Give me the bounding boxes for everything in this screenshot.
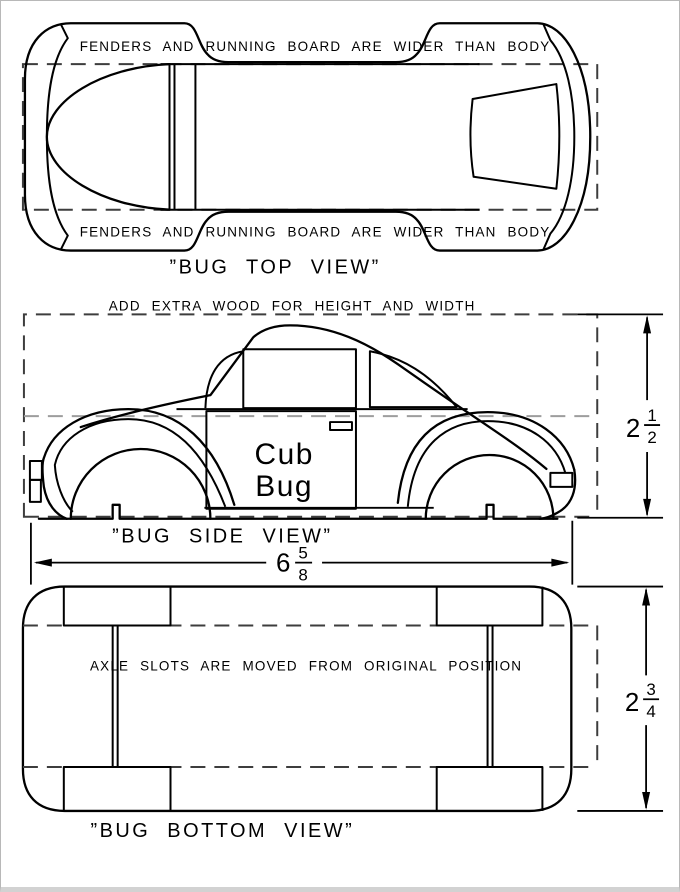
- top-view-hood-curve: [45, 62, 171, 211]
- length-dim-arrow-left: [33, 558, 52, 567]
- bottom-view-rear-axle-slot: [486, 625, 494, 768]
- top-view-front-fender-line: [45, 23, 69, 251]
- bottom-view-height-dimension: 2 3 4: [577, 585, 664, 812]
- side-view-length-dimension: 6 5 8: [30, 520, 574, 585]
- bottom-view-wheel-block-front-bottom: [62, 766, 172, 811]
- bottom-dim-whole: 2: [625, 689, 639, 717]
- side-view-vent-window-edge: [204, 350, 244, 409]
- side-view-door-window: [242, 348, 357, 410]
- side-view-rear-fender-inner: [406, 420, 567, 507]
- length-dim-numerator: 5: [298, 544, 307, 563]
- side-view-caption: ”BUG SIDE VIEW”: [112, 526, 332, 548]
- bottom-view-body-outline: [21, 585, 573, 813]
- height-dim-arrow-down: [643, 498, 652, 517]
- top-view-body-outline: [23, 22, 592, 252]
- side-view-door: [205, 410, 357, 510]
- bottom-view-wheel-block-rear-top: [435, 586, 544, 627]
- side-view-door-handle: [329, 421, 353, 432]
- side-view-front-wheel-arch: [69, 447, 212, 520]
- bottom-dim-numerator: 3: [646, 680, 655, 699]
- side-view-headlight-upper: [28, 459, 43, 481]
- top-view-caption: ”BUG TOP VIEW”: [170, 257, 381, 279]
- top-view-note-top: FENDERS AND RUNNING BOARD ARE WIDER THAN…: [80, 39, 551, 54]
- length-dim-denominator: 8: [298, 566, 307, 585]
- side-view-note: ADD EXTRA WOOD FOR HEIGHT AND WIDTH: [109, 298, 476, 313]
- side-view-rear-wheel-arch: [424, 453, 555, 520]
- height-dim-arrow-up: [643, 315, 652, 334]
- side-view-logo-line1: Cub: [254, 438, 313, 471]
- length-dim-whole: 6: [276, 550, 290, 578]
- side-view-logo-line2: Bug: [255, 470, 313, 503]
- height-dim-denominator: 2: [647, 428, 656, 447]
- side-view-tail: [538, 468, 577, 520]
- side-view-taillight: [549, 471, 574, 488]
- bug-bottom-view: AXLE SLOTS ARE MOVED FROM ORIGINAL POSIT…: [21, 585, 664, 842]
- bug-top-view: FENDERS AND RUNNING BOARD ARE WIDER THAN…: [21, 22, 599, 279]
- side-view-front-fender-outer: [41, 407, 236, 520]
- height-dim-whole: 2: [626, 415, 640, 443]
- bug-side-view: ADD EXTRA WOOD FOR HEIGHT AND WIDTH: [22, 298, 664, 585]
- top-view-dashed-body-box: [21, 63, 599, 211]
- top-view-rear-window: [469, 83, 561, 190]
- bottom-dim-arrow-up: [642, 587, 651, 606]
- side-view-rear-fender-outer: [396, 410, 576, 504]
- height-dim-numerator: 1: [647, 406, 656, 425]
- top-view-rear-fender-line: [542, 23, 576, 250]
- bottom-view-wheel-block-front-top: [62, 586, 172, 627]
- bottom-view-caption: ”BUG BOTTOM VIEW”: [90, 820, 354, 842]
- side-view-quarter-window: [368, 350, 458, 409]
- side-view-roof-profile: [79, 324, 548, 471]
- bottom-dim-arrow-down: [642, 791, 651, 810]
- bottom-dim-denominator: 4: [646, 702, 655, 721]
- side-view-ground-line: [37, 503, 559, 520]
- side-view-front-fender-inner: [53, 418, 227, 513]
- bottom-view-wheel-block-rear-bottom: [435, 766, 544, 811]
- top-view-note-bottom: FENDERS AND RUNNING BOARD ARE WIDER THAN…: [80, 225, 551, 240]
- length-dim-arrow-right: [551, 558, 570, 567]
- bottom-view-front-axle-slot: [111, 625, 119, 768]
- side-view-headlight-lower: [28, 478, 42, 503]
- bottom-view-note: AXLE SLOTS ARE MOVED FROM ORIGINAL POSIT…: [90, 658, 522, 673]
- side-view-height-dimension: 2 1 2: [577, 313, 664, 519]
